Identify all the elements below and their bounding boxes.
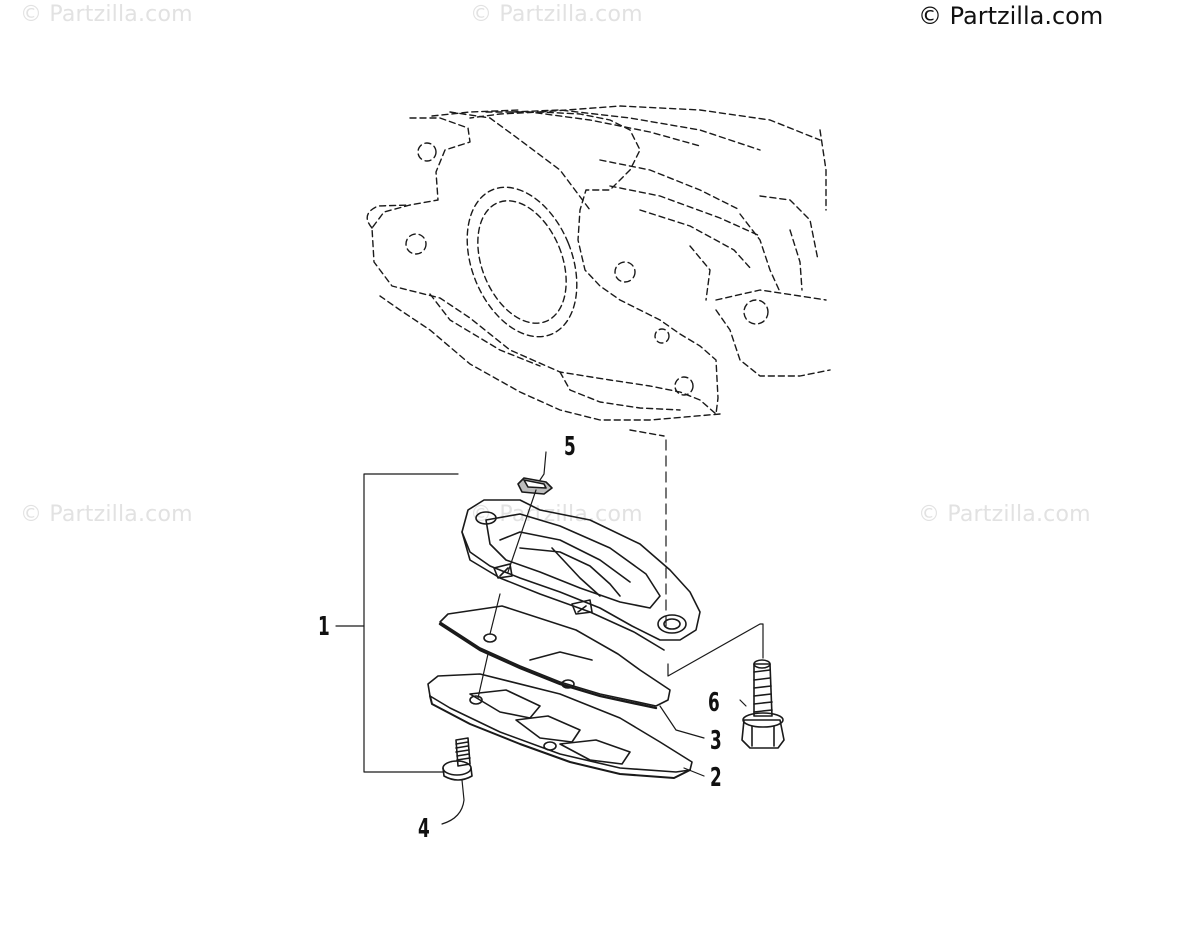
callout-6[interactable]: 6: [708, 688, 720, 718]
part-6-bolt: [739, 659, 785, 749]
callout-2[interactable]: 2: [710, 763, 722, 793]
watermark-top-center: © Partzilla.com: [470, 2, 643, 27]
part-5-insert: [507, 477, 553, 573]
watermark-mid-left: © Partzilla.com: [20, 502, 193, 527]
callout-3[interactable]: 3: [710, 726, 722, 756]
leader-lines: [539, 451, 705, 777]
callout-4[interactable]: 4: [418, 814, 430, 844]
watermark-mid-center: © Partzilla.com: [470, 502, 643, 527]
engine-intake-outline: [366, 105, 831, 437]
reed-valve-housing: [461, 499, 701, 651]
watermark-top-left: © Partzilla.com: [20, 2, 193, 27]
watermark-copyright: © Partzilla.com: [918, 2, 1104, 30]
callout-1[interactable]: 1: [318, 612, 330, 642]
bolt-guide-line: [667, 623, 764, 677]
part-3-reed-petal: [438, 593, 671, 710]
part-4-screw: [441, 737, 473, 825]
watermark-mid-right: © Partzilla.com: [918, 502, 1091, 527]
callout-5[interactable]: 5: [564, 432, 576, 462]
assembly-bracket-1: [335, 473, 459, 773]
